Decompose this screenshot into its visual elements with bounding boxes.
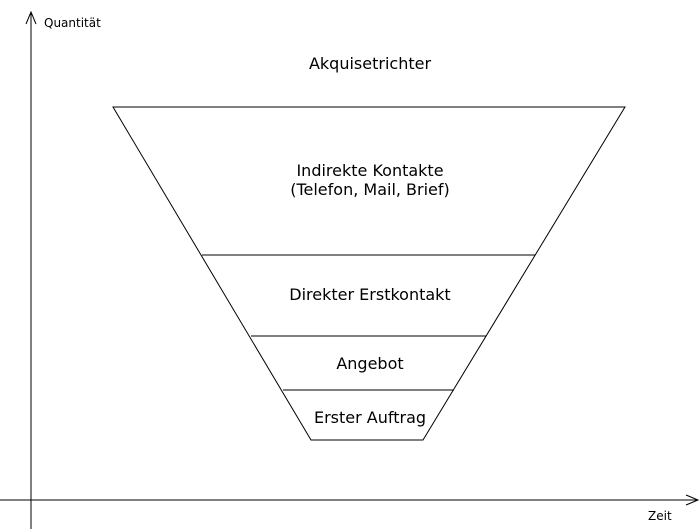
funnel-title: Akquisetrichter xyxy=(308,54,432,73)
stage-label: Angebot xyxy=(336,354,404,373)
stage-indirect-contacts: Indirekte Kontakte (Telefon, Mail, Brief… xyxy=(200,161,540,199)
y-axis-label: Quantität xyxy=(44,16,101,30)
stage-direct-contact: Direkter Erstkontakt xyxy=(200,285,540,304)
stage-first-order: Erster Auftrag xyxy=(270,408,470,427)
y-axis-arrow xyxy=(25,10,37,25)
stage-sublabel: (Telefon, Mail, Brief) xyxy=(290,180,450,200)
stage-label: Indirekte Kontakte xyxy=(296,161,444,180)
stage-offer: Angebot xyxy=(250,354,490,373)
x-axis-label: Zeit xyxy=(648,509,672,523)
funnel-outline xyxy=(112,106,626,441)
stage-label: Erster Auftrag xyxy=(313,408,427,427)
x-axis-arrow xyxy=(685,494,700,506)
stage-label: Direkter Erstkontakt xyxy=(289,285,451,304)
